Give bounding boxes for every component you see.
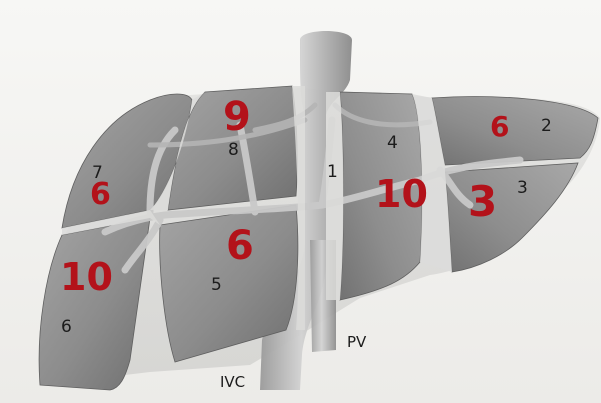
segment-3: [445, 163, 578, 272]
segment-number-4: 4: [387, 133, 398, 153]
segment-number-5: 5: [211, 275, 222, 295]
pv-label: PV: [347, 333, 367, 351]
segment-2: [432, 97, 598, 165]
annotation-segment-7: 6: [90, 177, 111, 212]
annotation-segment-6: 10: [60, 255, 113, 299]
annotation-segment-5: 6: [226, 223, 254, 269]
segment-number-1: 1: [327, 162, 338, 182]
annotation-segment-2: 6: [490, 110, 509, 143]
segment-number-2: 2: [541, 116, 552, 136]
ivc-label: IVC: [220, 373, 245, 391]
annotation-segment-4: 10: [375, 172, 428, 216]
annotation-segment-3: 3: [468, 177, 497, 226]
annotation-segment-8: 9: [223, 94, 251, 140]
segment-number-8: 8: [228, 140, 239, 160]
segment-number-3: 3: [517, 178, 528, 198]
segment-number-6: 6: [61, 317, 72, 337]
